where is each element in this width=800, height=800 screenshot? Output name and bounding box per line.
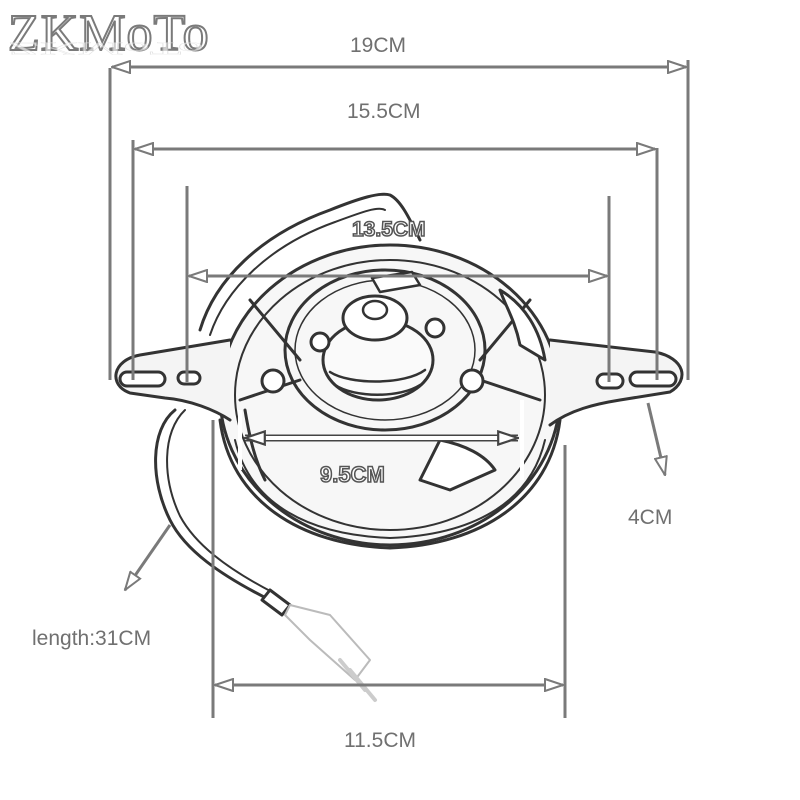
brand-logo-reflection: ZKMoTo <box>8 38 204 59</box>
fan-assembly <box>114 192 684 702</box>
label-bottom-width: 11.5CM <box>344 729 416 752</box>
label-overall-width: 19CM <box>350 34 407 57</box>
brand-logo: ZKMoTo <box>7 5 210 63</box>
label-bracket-depth: 4CM <box>628 506 673 529</box>
label-blade-diameter: 9.5CM <box>319 461 385 488</box>
blade-dimension-line <box>238 400 524 480</box>
dimension-lines <box>108 60 690 718</box>
label-cable-length: length:31CM <box>32 627 152 650</box>
label-housing-width: 13.5CM <box>351 217 426 242</box>
label-mount-hole-span: 15.5CM <box>347 100 421 123</box>
